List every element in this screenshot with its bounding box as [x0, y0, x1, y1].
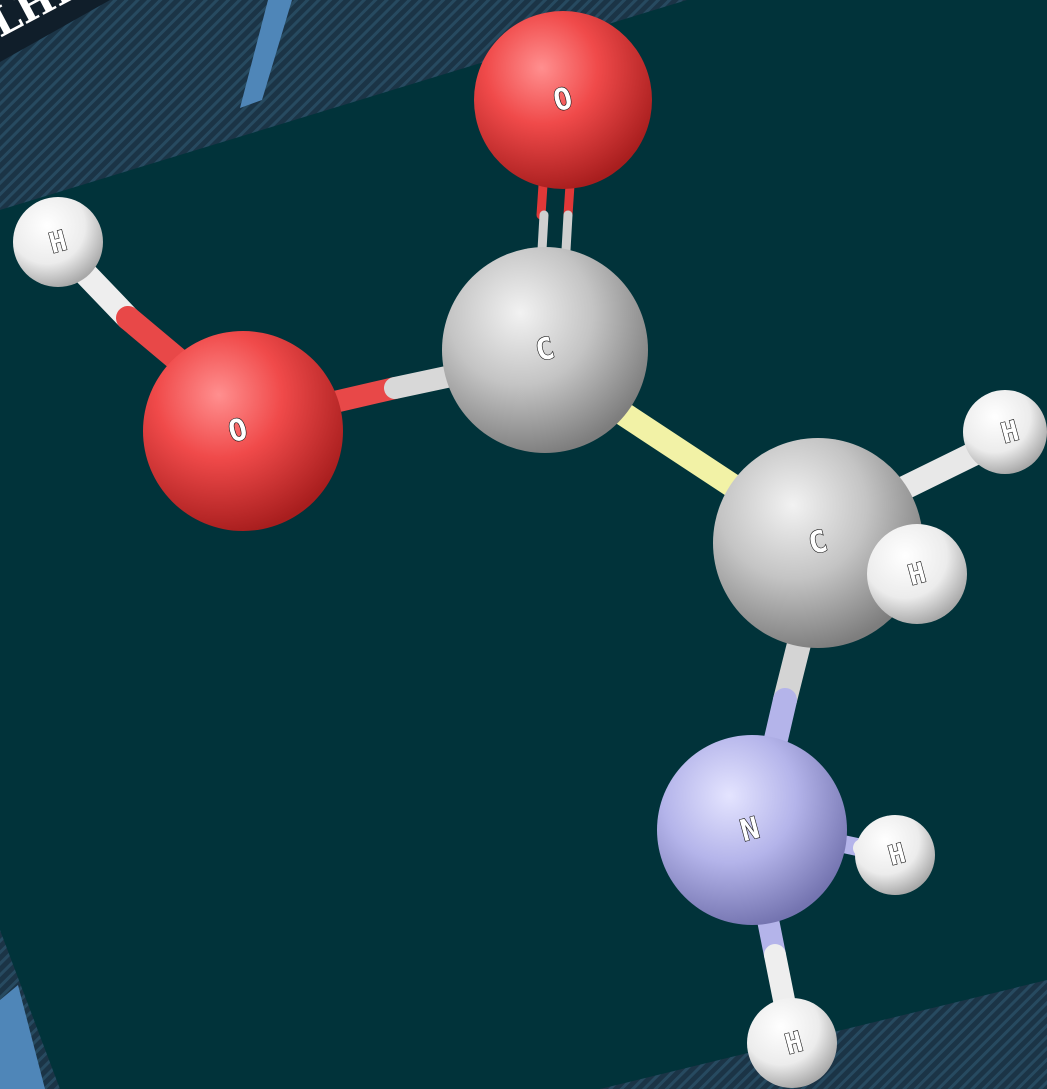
- atom-oxygen-hydroxyl: O: [143, 331, 343, 531]
- atom-hydrogen-amino-right: H: [855, 815, 935, 895]
- atoms: O H C O H C H: [13, 11, 1047, 1088]
- accent-stripe-top: [240, 0, 292, 108]
- atom-oxygen-top: O: [474, 11, 652, 189]
- atom-carbon-carbonyl: C: [442, 247, 648, 453]
- corner-panel: [0, 0, 110, 62]
- atom-hydrogen-alpha-front: H: [867, 524, 967, 624]
- accent-stripe-bottom: [0, 985, 45, 1089]
- atom-hydrogen-amino-bottom: H: [747, 998, 837, 1088]
- atom-hydrogen-left: H: [13, 197, 103, 287]
- atom-carbon-alpha: C: [713, 438, 923, 648]
- atom-hydrogen-right-upper: H: [963, 390, 1047, 474]
- bond-c-c-highlighted: [598, 393, 754, 504]
- atom-nitrogen-amino: N: [657, 735, 847, 925]
